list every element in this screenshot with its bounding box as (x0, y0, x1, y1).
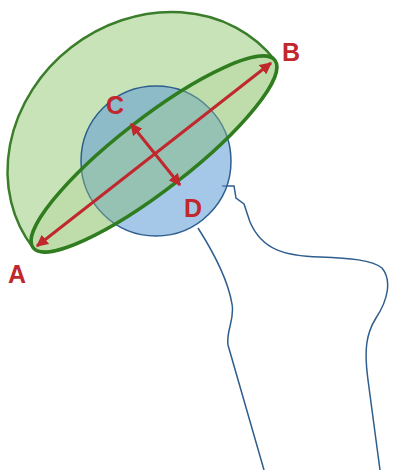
depth-arrow (131, 124, 180, 185)
point-label: C (106, 93, 124, 118)
acetabulum-rim (11, 32, 297, 276)
point-label: B (282, 40, 300, 65)
acetabulum-dome (0, 0, 297, 276)
femur-outline (198, 186, 388, 470)
point-label: A (8, 262, 26, 287)
diameter-arrow (37, 63, 271, 246)
point-label: D (184, 196, 202, 221)
